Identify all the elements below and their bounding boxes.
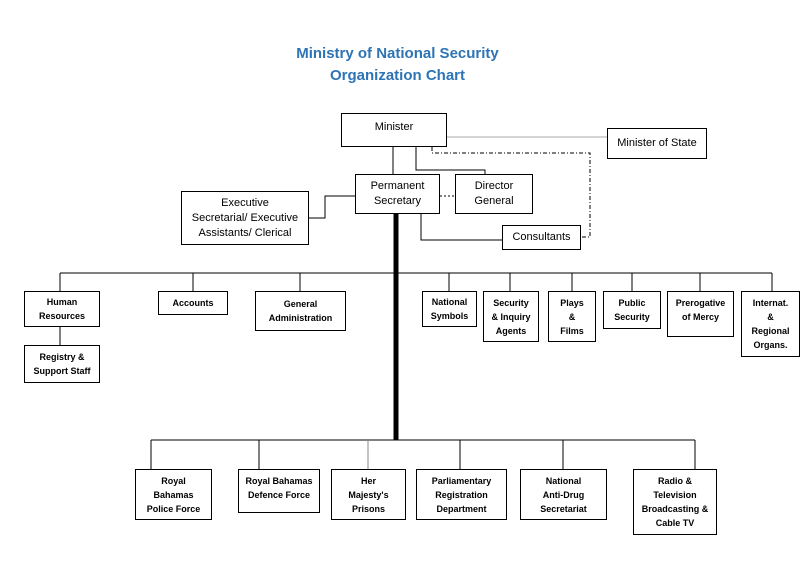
node-her-majestys-prisons: Her Majesty's Prisons <box>331 469 406 520</box>
node-accounts: Accounts <box>158 291 228 315</box>
node-executive-secretarial: Executive Secretarial/ Executive Assista… <box>181 191 309 245</box>
node-royal-bahamas-police-force: Royal Bahamas Police Force <box>135 469 212 520</box>
node-minister-of-state: Minister of State <box>607 128 707 159</box>
node-human-resources: Human Resources <box>24 291 100 327</box>
chart-subtitle: Organization Chart <box>329 67 465 84</box>
node-national-anti-drug-secretariat: National Anti-Drug Secretariat <box>520 469 607 520</box>
node-consultants: Consultants <box>502 225 581 250</box>
node-radio-television-broadcasting: Radio & Television Broadcasting & Cable … <box>633 469 717 535</box>
node-registry-support-staff: Registry & Support Staff <box>24 345 100 383</box>
node-public-security: Public Security <box>603 291 661 329</box>
node-security-inquiry-agents: Security & Inquiry Agents <box>483 291 539 342</box>
connector-mos-consultants <box>431 147 591 238</box>
connector-ps-consultants <box>420 214 502 241</box>
connector-minister-dg <box>415 147 486 174</box>
node-international-regional-organs: Internat. & Regional Organs. <box>741 291 800 357</box>
node-director-general: Director General <box>455 174 533 214</box>
node-national-symbols: National Symbols <box>422 291 477 327</box>
node-plays-films: Plays & Films <box>548 291 596 342</box>
connector-ps-executive <box>309 195 355 219</box>
node-prerogative-of-mercy: Prerogative of Mercy <box>667 291 734 337</box>
node-royal-bahamas-defence-force: Royal Bahamas Defence Force <box>238 469 320 513</box>
chart-title: Ministry of National Security <box>296 45 499 62</box>
node-minister: Minister <box>341 113 447 147</box>
node-permanent-secretary: Permanent Secretary <box>355 174 440 214</box>
node-general-administration: General Administration <box>255 291 346 331</box>
node-parliamentary-registration-department: Parliamentary Registration Department <box>416 469 507 520</box>
